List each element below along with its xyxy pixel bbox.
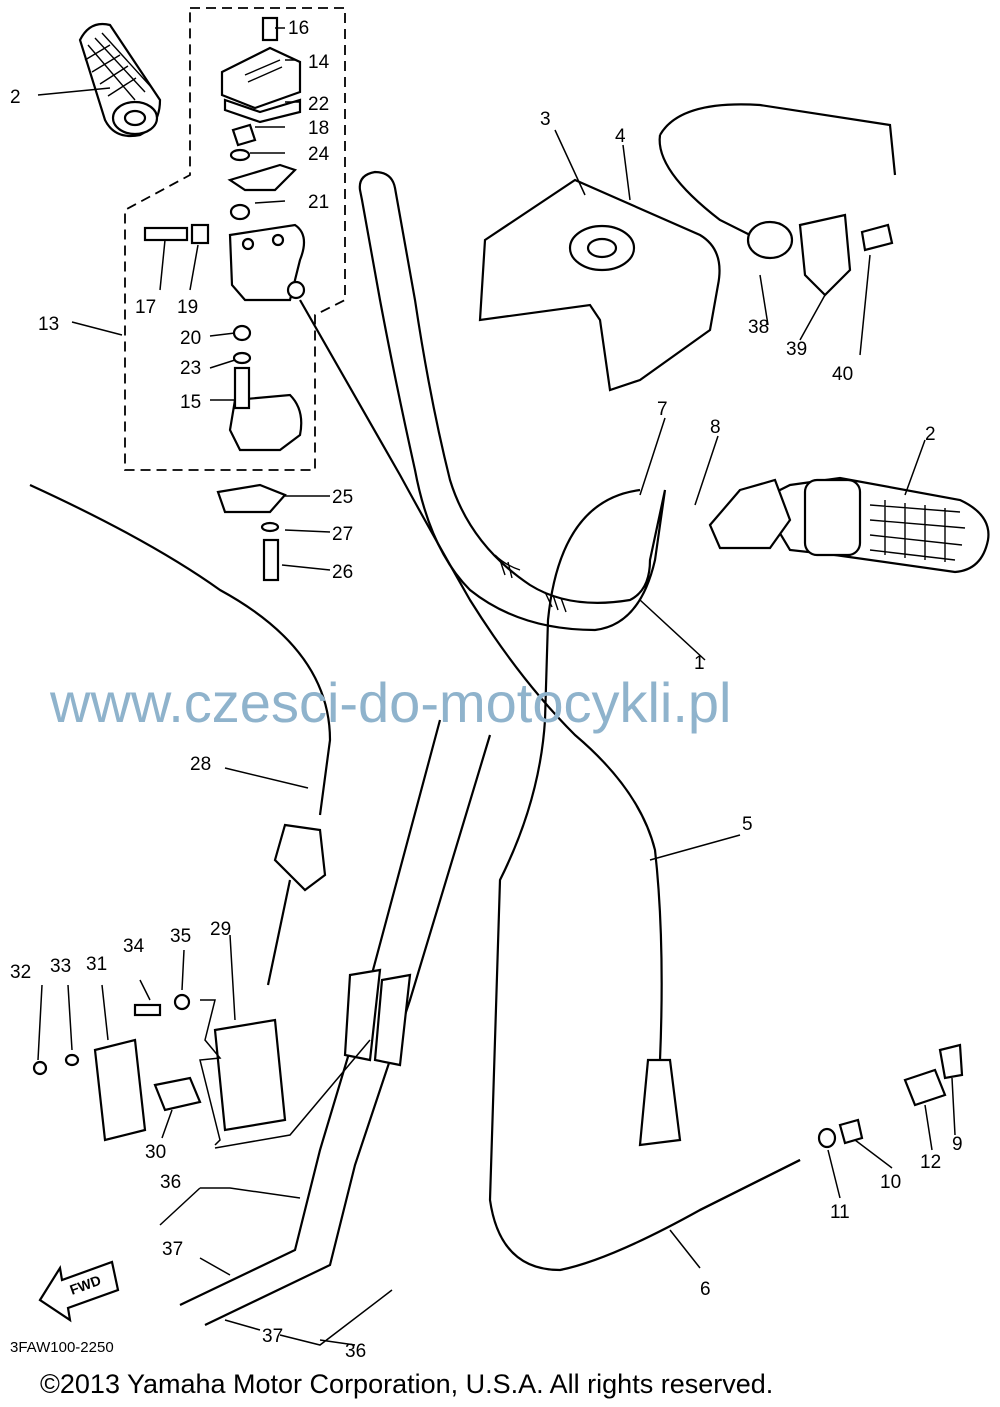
callout-37-lower: 37 (262, 1326, 283, 1347)
callout-32: 32 (10, 962, 31, 983)
callout-6: 6 (700, 1279, 711, 1300)
callout-4: 4 (615, 126, 626, 147)
adjuster-parts (699, 1043, 964, 1211)
callout-17: 17 (135, 297, 156, 318)
handlebar (358, 170, 667, 632)
callout-25: 25 (332, 487, 353, 508)
callout-2-left: 2 (10, 87, 21, 108)
callout-10: 10 (880, 1172, 901, 1193)
callout-3: 3 (540, 109, 551, 130)
callout-31: 31 (86, 954, 107, 975)
watermark-url: www.czesci-do-motocykli.pl (49, 671, 732, 734)
callout-2-right: 2 (925, 424, 936, 445)
callout-12: 12 (920, 1152, 941, 1173)
left-grip (78, 22, 162, 138)
twin-cables (179, 719, 492, 1326)
callout-35: 35 (170, 926, 191, 947)
fwd-arrow: FWD (38, 1260, 120, 1323)
callout-36-lower: 36 (345, 1341, 366, 1362)
callout-13: 13 (38, 314, 59, 335)
cable-6 (488, 488, 801, 1272)
callout-5: 5 (742, 814, 753, 835)
callout-20: 20 (180, 328, 201, 349)
cable-upper-right (658, 103, 897, 297)
callout-22: 22 (308, 94, 329, 115)
diagram-code: 3FAW100-2250 (10, 1339, 114, 1356)
callout-9: 9 (952, 1134, 963, 1155)
callout-18: 18 (308, 118, 329, 139)
leader-lines (37, 27, 956, 1346)
callout-16: 16 (288, 18, 309, 39)
cable-28 (29, 484, 332, 986)
throttle-housing (228, 223, 306, 302)
copyright-notice: ©2013 Yamaha Motor Corporation, U.S.A. A… (40, 1369, 773, 1399)
right-grip (708, 476, 990, 574)
callout-23: 23 (180, 358, 201, 379)
callout-36-upper: 36 (160, 1172, 181, 1193)
throttle-cover (220, 46, 302, 124)
callout-26: 26 (332, 562, 353, 583)
callout-30: 30 (145, 1142, 166, 1163)
callout-38: 38 (748, 317, 769, 338)
callout-27: 27 (332, 524, 353, 545)
callout-40: 40 (832, 364, 853, 385)
callout-21: 21 (308, 192, 329, 213)
callout-28: 28 (190, 754, 211, 775)
throttle-lever (216, 366, 303, 514)
switch-assembly (32, 993, 371, 1149)
callout-37-upper: 37 (162, 1239, 183, 1260)
small-hardware (143, 16, 298, 582)
cable-5 (299, 299, 682, 1147)
callout-8: 8 (710, 417, 721, 438)
callout-14: 14 (308, 52, 330, 73)
callout-15: 15 (180, 392, 201, 413)
switch-cover (478, 178, 721, 392)
callout-34: 34 (123, 936, 145, 957)
callout-19: 19 (177, 297, 198, 318)
callout-39: 39 (786, 339, 807, 360)
callout-24: 24 (308, 144, 330, 165)
callouts: 1 2 2 3 4 5 6 7 8 9 10 11 12 13 14 15 16… (10, 18, 963, 1362)
callout-11: 11 (830, 1202, 850, 1223)
callout-7: 7 (657, 399, 668, 420)
callout-33: 33 (50, 956, 71, 977)
callout-1: 1 (694, 653, 705, 674)
callout-29: 29 (210, 919, 231, 940)
